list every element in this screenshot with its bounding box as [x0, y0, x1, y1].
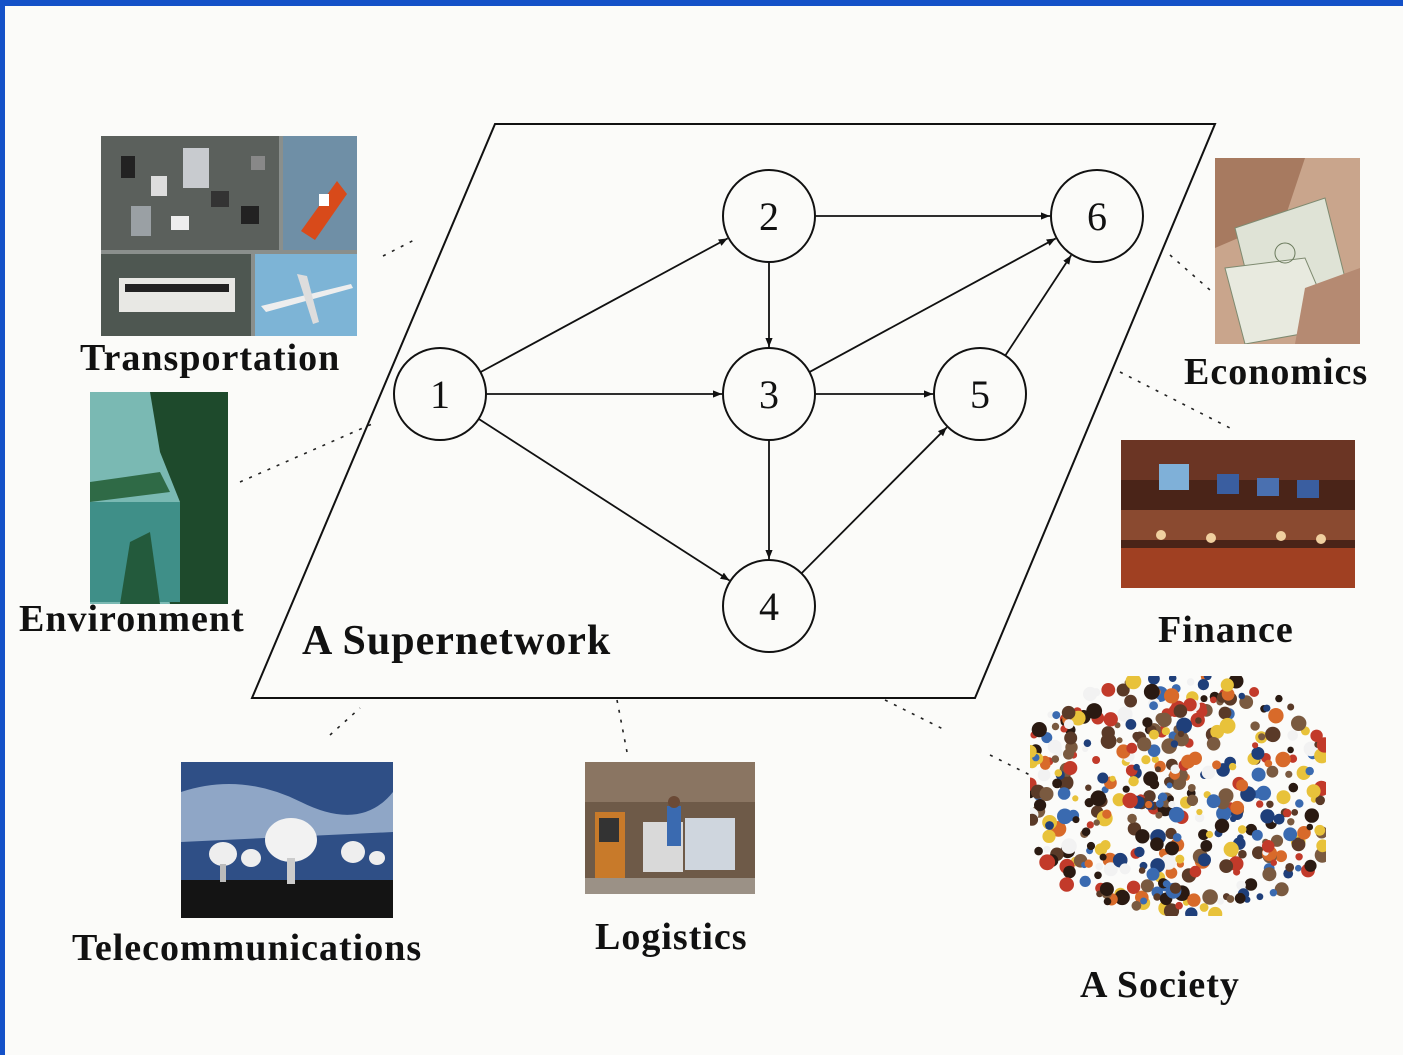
- connector-logistics: [616, 699, 628, 753]
- connector-society-b: [989, 754, 1033, 777]
- connector-finance: [1119, 371, 1231, 429]
- node-circle: [933, 347, 1027, 441]
- left-border: [0, 0, 5, 1055]
- node-label: 6: [1087, 194, 1107, 239]
- connector-economics: [1169, 254, 1211, 291]
- network-edges: [478, 212, 1072, 582]
- telecommunications-label: Telecommunications: [72, 927, 423, 969]
- node-label: 4: [759, 584, 779, 629]
- node-circle: [722, 347, 816, 441]
- transportation-image: [101, 136, 357, 336]
- node-4: 4: [722, 559, 816, 653]
- finance-image: [1121, 440, 1355, 588]
- economics-image: [1215, 158, 1360, 344]
- node-circle: [722, 169, 816, 263]
- edge-4-5: [800, 426, 948, 575]
- node-6: 6: [1050, 169, 1144, 263]
- society-image: [1030, 676, 1326, 916]
- node-label: 5: [970, 372, 990, 417]
- finance-label: Finance: [1158, 609, 1294, 651]
- logistics-image: [585, 762, 755, 894]
- connector-society-a: [884, 699, 946, 731]
- connector-transportation: [382, 237, 419, 257]
- node-label: 3: [759, 372, 779, 417]
- environment-label: Environment: [19, 598, 245, 640]
- connector-telecommunications: [329, 707, 361, 736]
- node-label: 2: [759, 194, 779, 239]
- economics-label: Economics: [1184, 351, 1369, 393]
- node-3: 3: [722, 347, 816, 441]
- network-nodes: 1 2 3 4 5 6: [393, 169, 1144, 653]
- top-border: [0, 0, 1403, 6]
- node-circle: [722, 559, 816, 653]
- edge-1-2: [480, 237, 729, 373]
- transportation-label: Transportation: [80, 337, 341, 379]
- node-circle: [393, 347, 487, 441]
- node-1: 1: [393, 347, 487, 441]
- network-plane: [250, 123, 1217, 699]
- telecommunications-image: [181, 762, 393, 918]
- logistics-label: Logistics: [595, 916, 748, 958]
- node-label: 1: [430, 372, 450, 417]
- edge-3-6: [809, 237, 1057, 373]
- node-2: 2: [722, 169, 816, 263]
- edge-1-4: [478, 418, 730, 582]
- connector-environment: [239, 423, 373, 483]
- domain-connectors: [239, 237, 1231, 777]
- edge-5-6: [1004, 254, 1072, 357]
- environment-image: [90, 392, 228, 604]
- network-title: A Supernetwork: [302, 618, 611, 664]
- society-label: A Society: [1080, 964, 1240, 1006]
- node-5: 5: [933, 347, 1027, 441]
- node-circle: [1050, 169, 1144, 263]
